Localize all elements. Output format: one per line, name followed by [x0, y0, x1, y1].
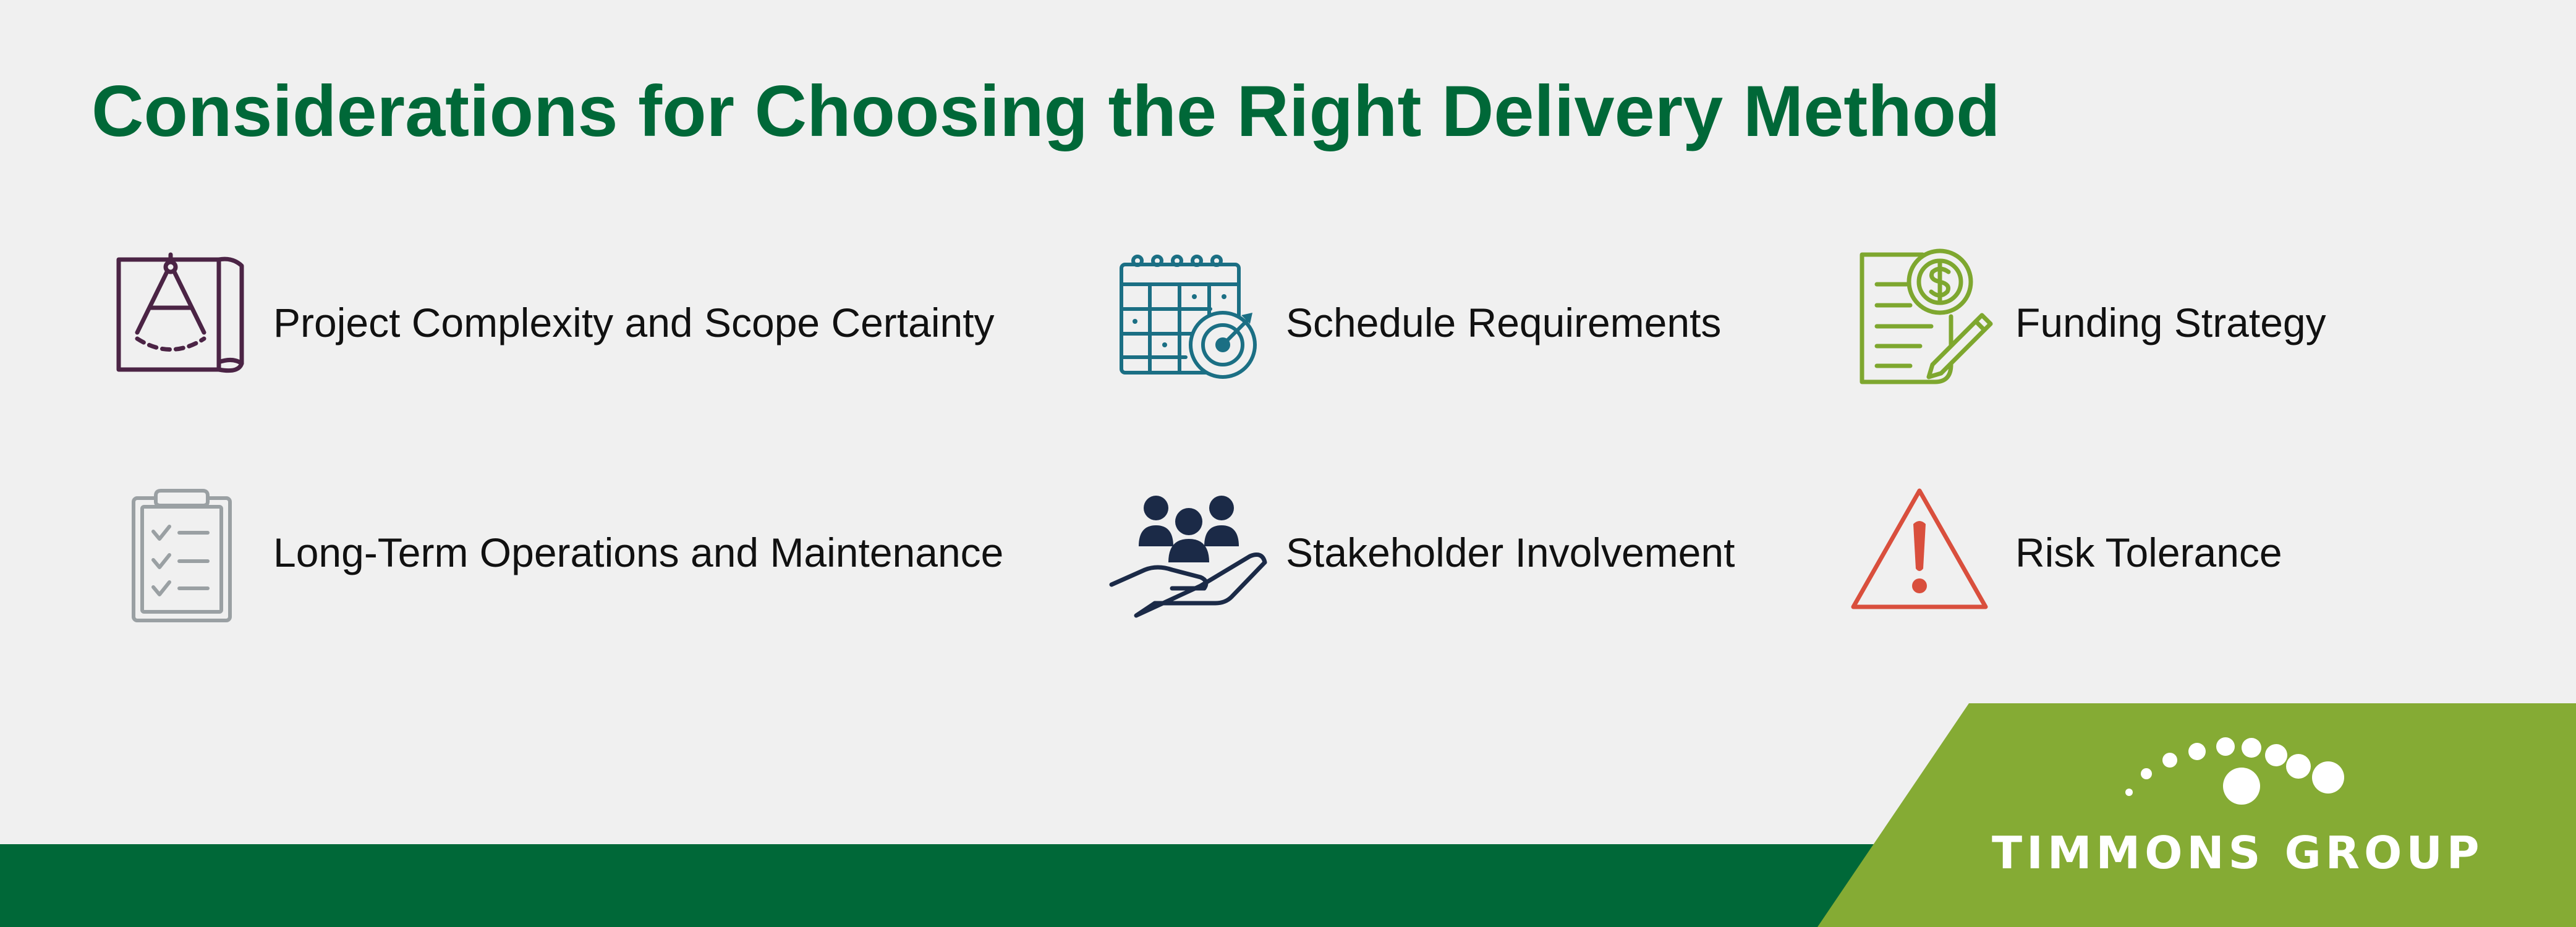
- item-label: Funding Strategy: [2015, 300, 2326, 345]
- item-label: Stakeholder Involvement: [1286, 530, 1735, 575]
- clipboard-checklist-icon: [132, 489, 232, 622]
- item-label: Long-Term Operations and Maintenance: [273, 530, 1004, 575]
- blueprint-compass-icon: [116, 252, 244, 373]
- calendar-target-icon: [1120, 255, 1257, 379]
- item-label: Risk Tolerance: [2015, 530, 2282, 575]
- logo-wordmark: TIMMONS GROUP: [1992, 827, 2484, 879]
- warning-triangle-icon: [1851, 488, 1988, 609]
- people-hand-icon: [1109, 496, 1267, 618]
- logo-dots-icon: [2125, 737, 2344, 805]
- item-label: Schedule Requirements: [1286, 300, 1722, 345]
- logo-panel: [1817, 703, 2576, 927]
- item-label: Project Complexity and Scope Certainty: [273, 300, 995, 345]
- document-dollar-pencil-icon: [1860, 248, 1993, 384]
- page-title: Considerations for Choosing the Right De…: [91, 70, 2000, 151]
